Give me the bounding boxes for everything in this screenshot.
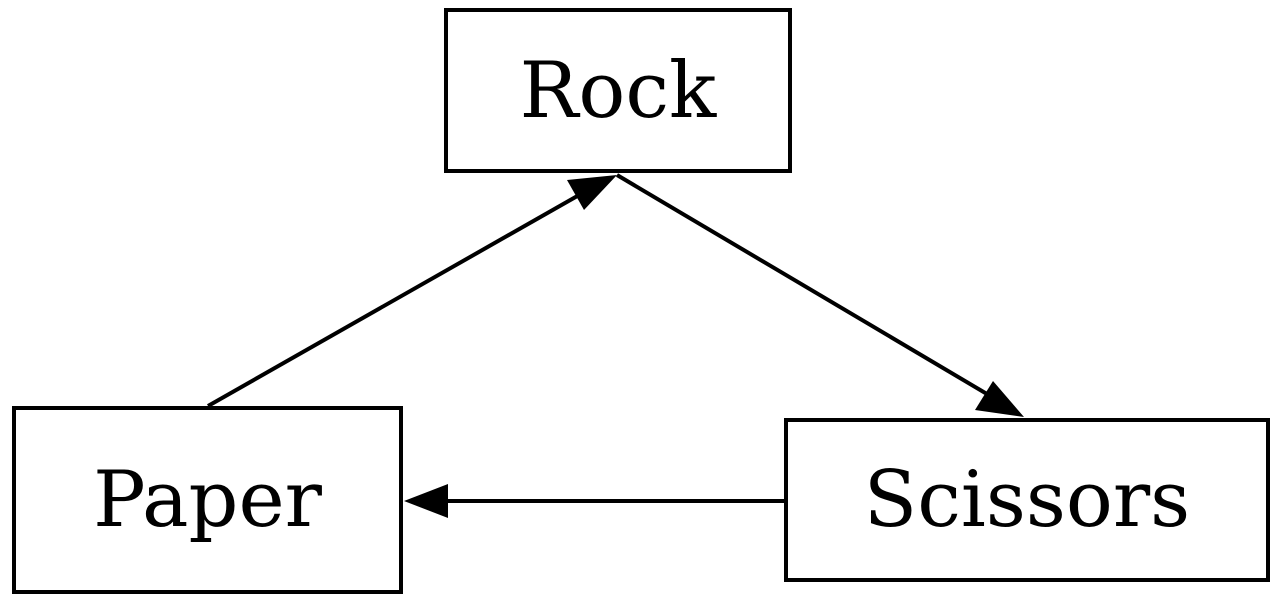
arrowhead-paper-to-rock (567, 175, 617, 210)
scissors-label: Scissors (863, 455, 1191, 545)
rock-label: Rock (519, 45, 717, 136)
rock-node: Rock (444, 8, 792, 173)
edge-paper-to-rock (207, 176, 610, 408)
scissors-node: Scissors (784, 418, 1270, 582)
arrowhead-scissors-to-paper (404, 484, 448, 518)
edge-rock-to-scissors (615, 173, 1016, 412)
arrowhead-rock-to-scissors (975, 381, 1024, 417)
paper-node: Paper (12, 406, 403, 594)
paper-label: Paper (93, 455, 322, 545)
